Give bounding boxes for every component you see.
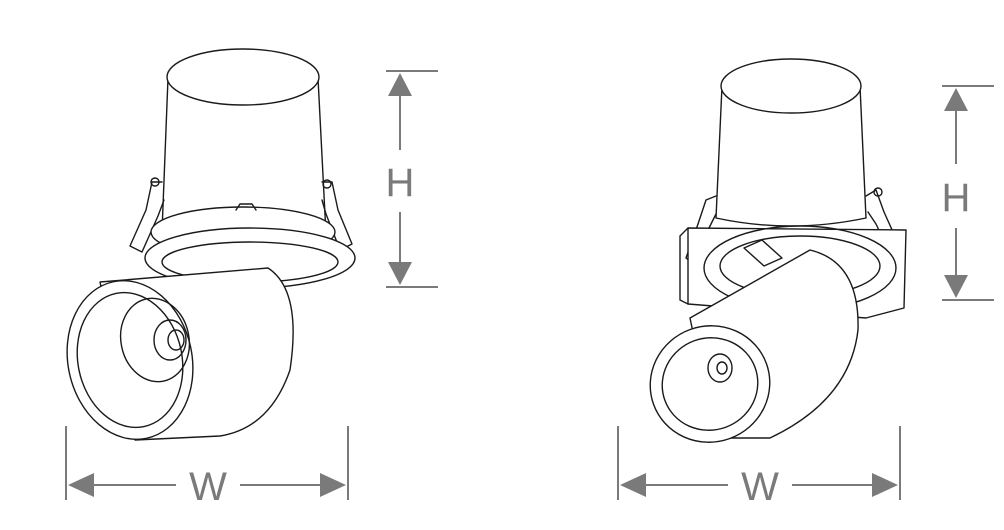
left-height-dimension: H — [386, 70, 438, 288]
right-width-arrow-right — [872, 473, 898, 497]
right-width-label: W — [741, 465, 779, 509]
left-width-arrow-left — [68, 473, 94, 497]
right-height-arrow-up — [944, 88, 968, 111]
adjustable-lamp-head — [66, 267, 294, 441]
left-height-arrow-down — [388, 262, 412, 285]
left-height-label: H — [386, 161, 415, 205]
round-downlight-drawing — [66, 48, 356, 441]
square-adjustable-lamp-head — [649, 249, 859, 443]
right-width-dimension: W — [617, 426, 901, 509]
left-width-dimension: W — [65, 426, 349, 509]
right-spring-clip — [321, 179, 353, 251]
left-spring-clip — [129, 177, 165, 253]
left-width-label: W — [189, 465, 227, 509]
right-height-label: H — [942, 176, 971, 220]
square-downlight-drawing — [649, 58, 907, 443]
left-height-arrow-up — [388, 73, 412, 96]
left-width-arrow-right — [320, 473, 346, 497]
right-width-arrow-left — [620, 473, 646, 497]
right-height-dimension: H — [942, 85, 994, 301]
right-height-arrow-down — [944, 275, 968, 298]
